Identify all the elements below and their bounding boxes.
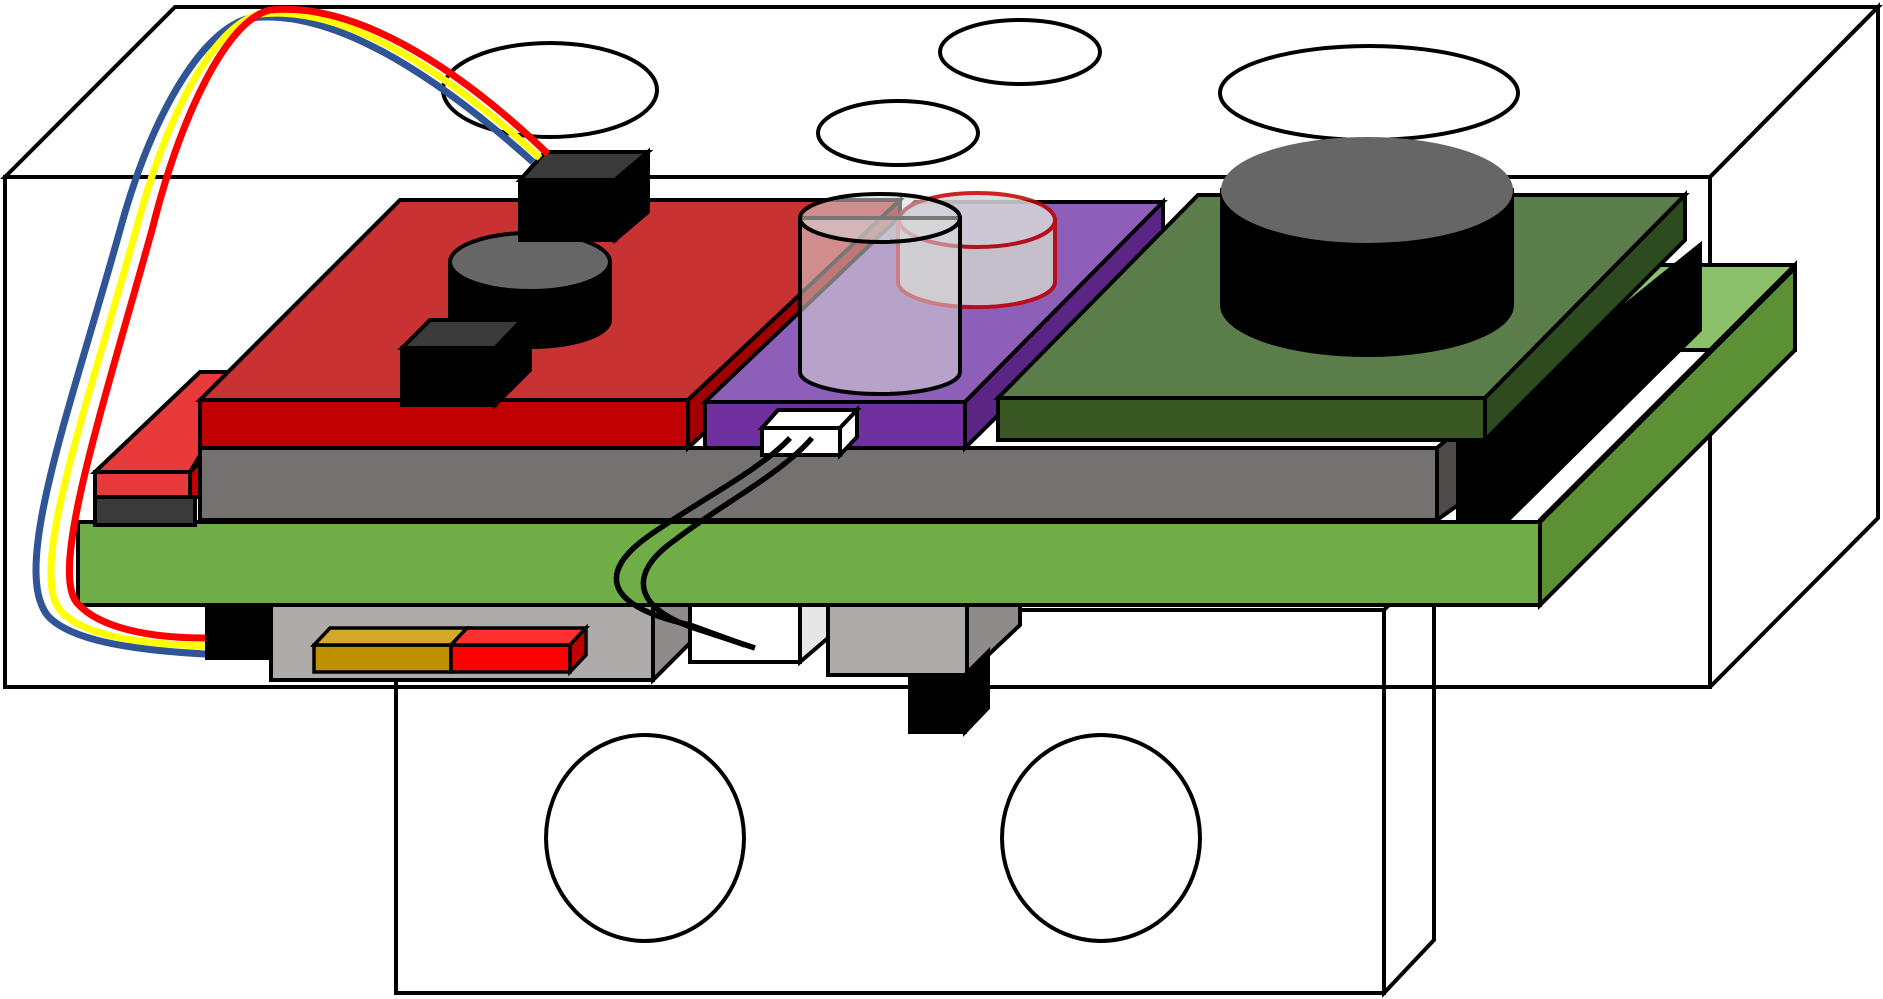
enclosure-top-hole-2 bbox=[940, 20, 1100, 84]
red-connector bbox=[451, 628, 586, 672]
black-connector-block-top bbox=[520, 152, 648, 240]
stand-front-hole-left bbox=[546, 735, 744, 941]
black-connector-block-mid bbox=[402, 318, 530, 405]
gold-connector bbox=[314, 628, 467, 672]
translucent-cylinder bbox=[800, 194, 960, 394]
stand-front-hole-right bbox=[1002, 735, 1200, 941]
black-foot bbox=[910, 675, 965, 732]
enclosure-top-hole-4 bbox=[1220, 46, 1518, 140]
black-cylinder-speaker bbox=[1222, 138, 1512, 355]
gray-underside-box bbox=[828, 605, 967, 675]
enclosure-top-hole-3 bbox=[818, 101, 978, 165]
